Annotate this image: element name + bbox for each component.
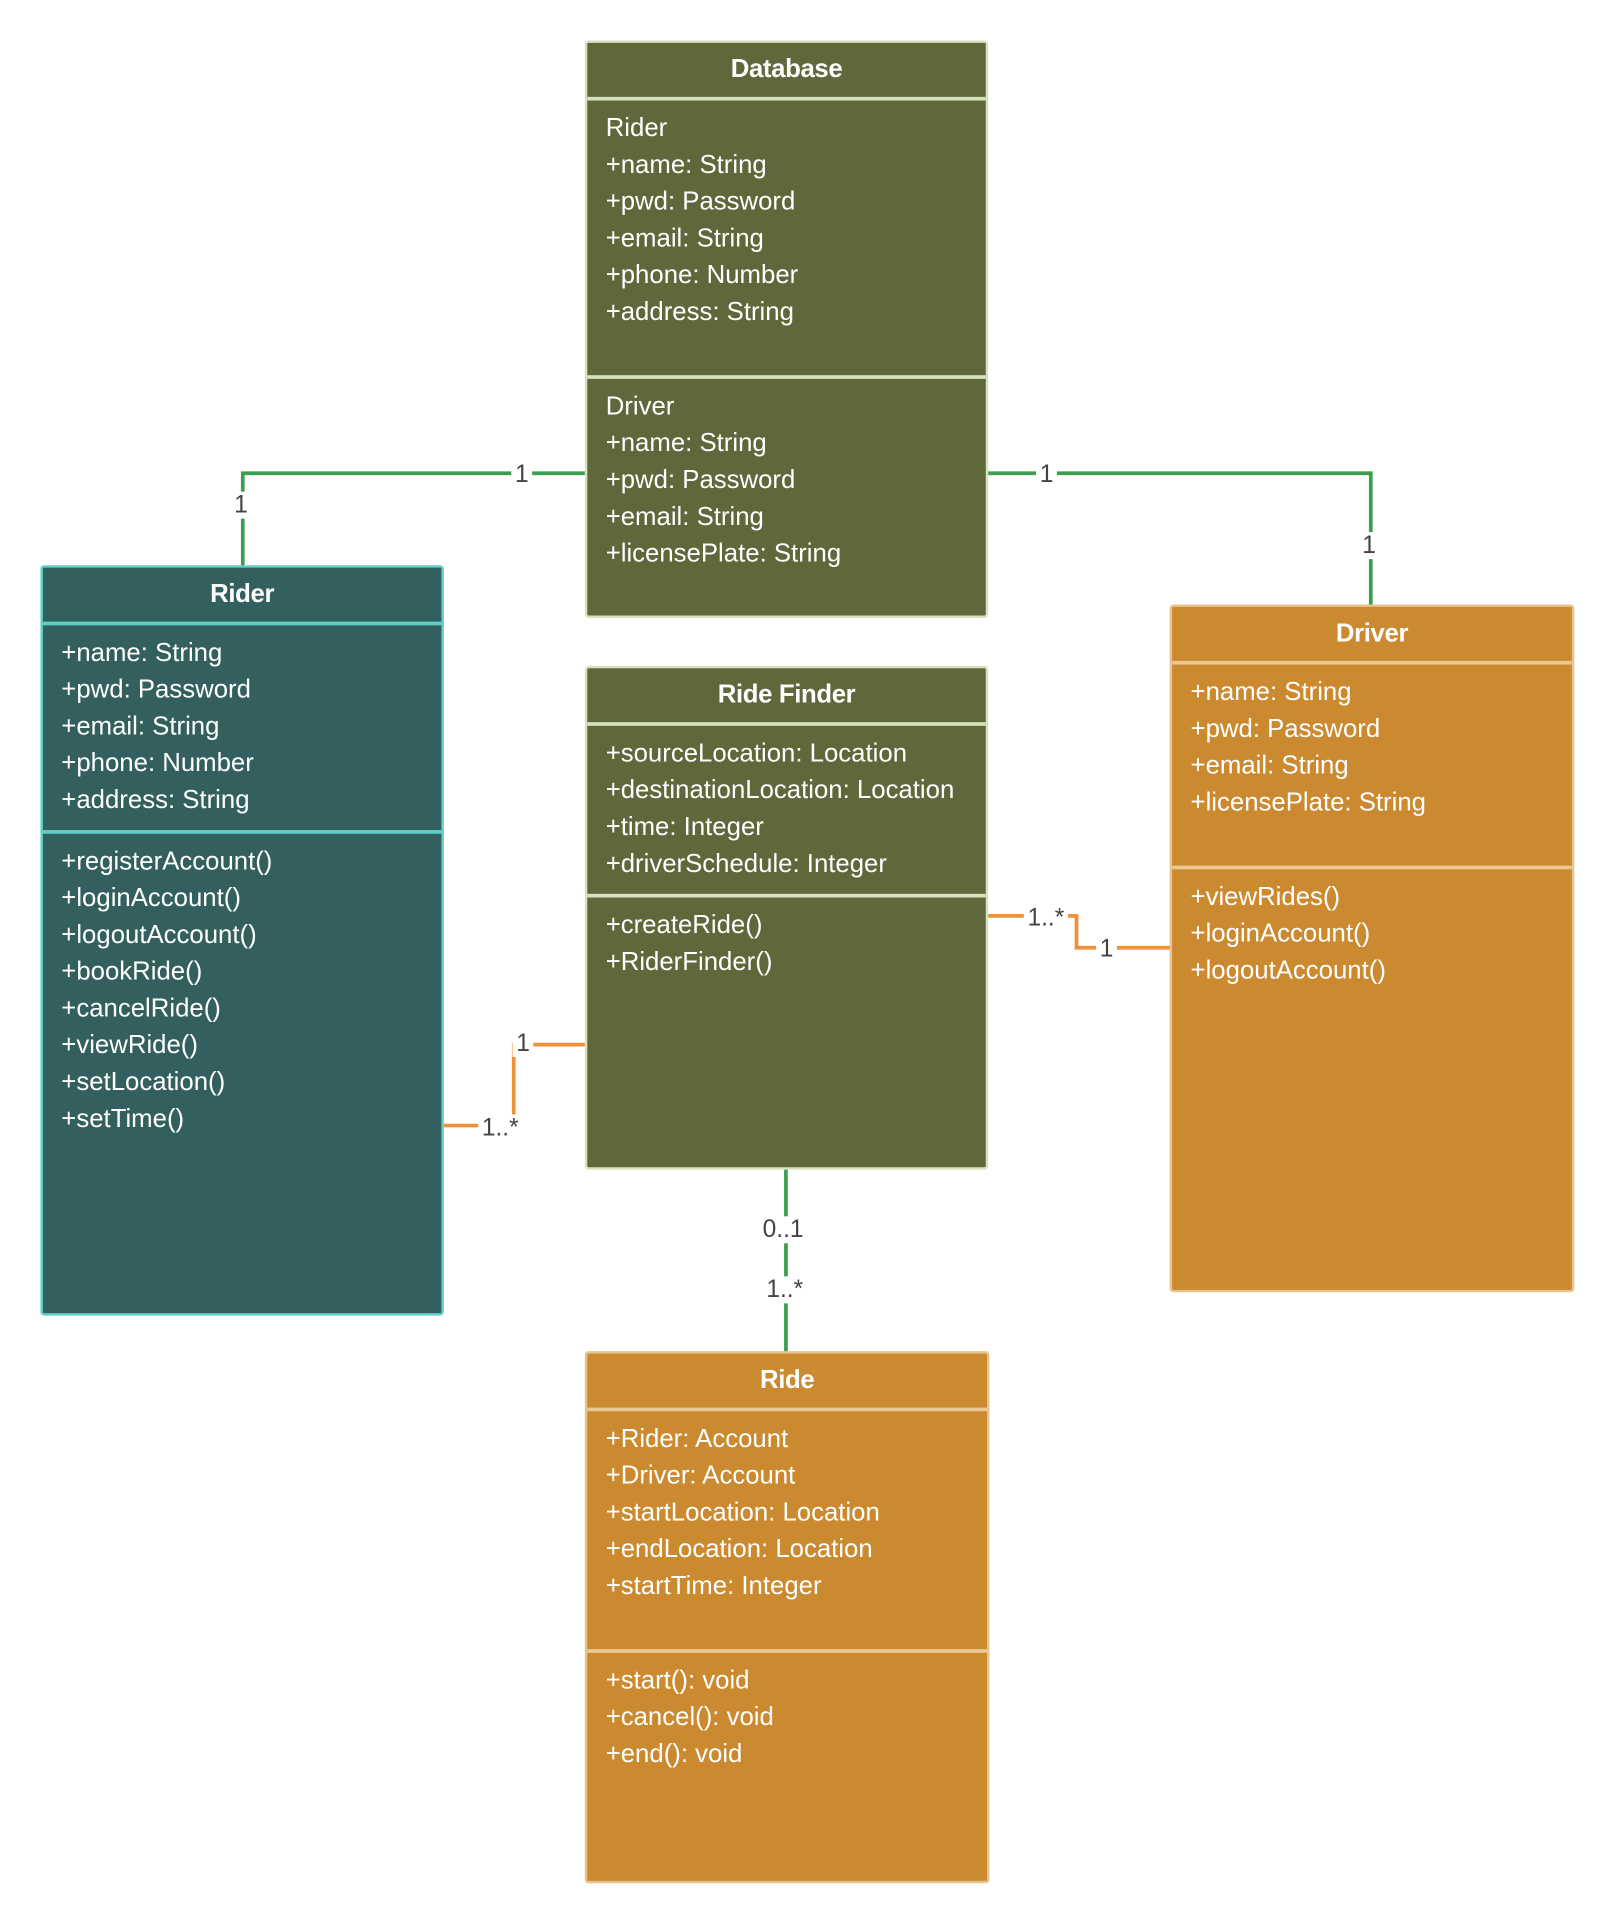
multiplicity-database-rider-rider-end: 1 <box>230 491 252 519</box>
attribute: +address: String <box>605 297 794 327</box>
attribute: +licensePlate: String <box>605 539 842 568</box>
class-database-title: Database <box>587 43 986 101</box>
class-driver-methods: +viewRides() +loginAccount() +logoutAcco… <box>1172 869 1572 1290</box>
class-driver[interactable]: Driver +name: String +pwd: Password +ema… <box>1169 604 1575 1293</box>
method: +cancelRide() <box>61 994 221 1023</box>
method: +logoutAccount() <box>1190 956 1386 985</box>
method: +loginAccount() <box>1190 919 1371 948</box>
method: +registerAccount() <box>61 847 273 876</box>
multiplicity-database-driver-driver-end: 1 <box>1358 532 1380 560</box>
attribute: +name: String <box>61 638 223 667</box>
multiplicity-ridefinder-ride-finder-end: 0..1 <box>758 1216 808 1244</box>
method: +start(): void <box>605 1666 750 1695</box>
assoc-line-database-rider <box>240 471 585 567</box>
class-ride-methods: +start(): void +cancel(): void +end(): v… <box>587 1653 987 1881</box>
class-rider[interactable]: Rider +name: String +pwd: Password +emai… <box>40 565 444 1316</box>
attribute: +licensePlate: String <box>1190 788 1426 817</box>
section-label: Rider <box>605 114 668 143</box>
attribute: +email: String <box>1190 751 1349 780</box>
multiplicity-rider-ridefinder-finder-end: 1 <box>512 1029 534 1057</box>
multiplicity-database-rider-db-end: 1 <box>511 461 533 488</box>
attribute: +pwd: Password <box>605 187 796 216</box>
attribute: +name: String <box>1190 678 1352 707</box>
attribute: +name: String <box>605 429 767 458</box>
class-ride[interactable]: Ride +Rider: Account +Driver: Account +s… <box>584 1351 990 1884</box>
attribute: +phone: Number <box>605 261 799 290</box>
multiplicity-database-driver-db-end: 1 <box>1036 461 1058 488</box>
attribute: +driverSchedule: Integer <box>605 849 887 878</box>
class-ride-finder-methods: +createRide() +RiderFinder() <box>587 898 985 1168</box>
method: +setTime() <box>61 1104 185 1133</box>
attribute: +address: String <box>61 785 250 815</box>
attribute: +phone: Number <box>61 749 254 778</box>
attribute: +email: String <box>605 224 764 253</box>
method: +bookRide() <box>61 957 203 986</box>
section-label: Driver <box>605 392 675 421</box>
class-ride-finder-title: Ride Finder <box>587 668 986 726</box>
class-rider-methods: +registerAccount() +loginAccount() +logo… <box>43 834 441 1313</box>
attribute: +sourceLocation: Location <box>605 739 908 768</box>
attribute: +startLocation: Location <box>605 1498 880 1527</box>
attribute: +email: String <box>61 712 220 741</box>
method: +createRide() <box>605 910 763 940</box>
attribute: +time: Integer <box>605 812 764 842</box>
class-rider-title: Rider <box>42 568 442 626</box>
method: +viewRides() <box>1190 882 1341 911</box>
class-database-rider-section: Rider +name: String +pwd: Password +emai… <box>587 101 986 379</box>
class-ride-finder-attributes: +sourceLocation: Location +destinationLo… <box>587 726 986 898</box>
method: +setLocation() <box>61 1067 226 1097</box>
multiplicity-ridefinder-ride-ride-end: 1..* <box>762 1276 807 1304</box>
method: +cancel(): void <box>605 1703 774 1732</box>
attribute: +pwd: Password <box>1190 714 1381 744</box>
class-ride-attributes: +Rider: Account +Driver: Account +startL… <box>587 1411 988 1653</box>
attribute: +pwd: Password <box>61 675 251 704</box>
multiplicity-rider-ridefinder-rider-end: 1..* <box>478 1114 523 1142</box>
class-database-driver-section: Driver +name: String +pwd: Password +ema… <box>587 379 985 616</box>
attribute: +endLocation: Location <box>605 1535 873 1564</box>
assoc-line-database-driver <box>987 471 1373 606</box>
method: +viewRide() <box>61 1031 198 1060</box>
class-ride-finder[interactable]: Ride Finder +sourceLocation: Location +d… <box>584 665 989 1170</box>
class-ride-title: Ride <box>587 1354 988 1412</box>
attribute: +pwd: Password <box>605 465 796 495</box>
attribute: +destinationLocation: Location <box>605 776 955 805</box>
method: +end(): void <box>605 1739 743 1769</box>
class-driver-attributes: +name: String +pwd: Password +email: Str… <box>1172 665 1572 870</box>
method: +loginAccount() <box>61 884 241 913</box>
class-database[interactable]: Database Rider +name: String +pwd: Passw… <box>584 40 989 618</box>
attribute: +email: String <box>605 502 764 531</box>
multiplicity-ridefinder-driver-driver-end: 1 <box>1096 935 1118 963</box>
multiplicity-ridefinder-driver-finder-end: 1..* <box>1023 904 1068 932</box>
attribute: +Driver: Account <box>605 1461 796 1490</box>
attribute: +name: String <box>605 150 767 180</box>
method: +RiderFinder() <box>605 947 773 976</box>
attribute: +startTime: Integer <box>605 1571 822 1601</box>
class-rider-attributes: +name: String +pwd: Password +email: Str… <box>42 625 442 834</box>
method: +logoutAccount() <box>61 920 257 950</box>
class-driver-title: Driver <box>1172 607 1572 665</box>
attribute: +Rider: Account <box>605 1424 789 1453</box>
assoc-line-ridefinder-driver <box>987 914 1171 950</box>
